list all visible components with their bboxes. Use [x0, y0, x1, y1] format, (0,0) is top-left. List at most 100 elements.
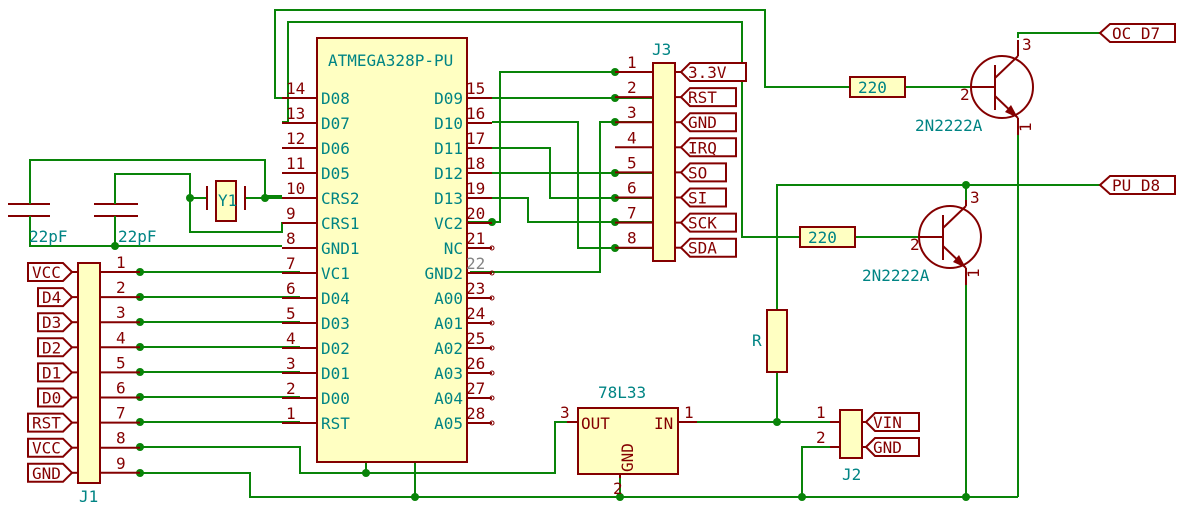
q2-pin-b: 2	[910, 235, 920, 254]
mcu-pin-name: RST	[321, 414, 350, 433]
j3-net-label-box	[679, 212, 737, 233]
j1-net-label: D4	[42, 288, 61, 307]
j1-net-label-box	[37, 387, 74, 408]
q1-resistor-value: 220	[858, 78, 887, 97]
j2-net-label-box	[864, 412, 920, 432]
no-connect-marker	[489, 370, 495, 376]
j3-net-label-box	[679, 162, 727, 183]
j1-net-label-box	[37, 287, 74, 308]
j3-net-label-box	[679, 112, 737, 133]
mcu-pin-number: 23	[466, 279, 485, 298]
j3-pin-number: 8	[627, 229, 637, 248]
j1-pin-number: 3	[116, 303, 126, 322]
mcu-pin-name: VC2	[434, 214, 463, 233]
r-ref: R	[752, 331, 762, 350]
mcu-pin-name: D08	[321, 89, 350, 108]
regulator-pin-gnd: 2	[613, 479, 623, 498]
mcu-pin-number: 9	[286, 204, 296, 223]
j1-net-label: RST	[32, 414, 61, 433]
j3-pin-number: 3	[627, 103, 637, 122]
j1-net-label-box	[37, 312, 74, 333]
oc-d7-label: OC_D7	[1112, 24, 1160, 43]
wires	[29, 9, 1100, 498]
j3-ref: J3	[652, 40, 671, 59]
mcu-pin-name: D10	[434, 114, 463, 133]
net-label-oc-d7: OC_D7	[1098, 23, 1176, 43]
mcu-pin-name: GND1	[321, 239, 360, 258]
mcu-pin-name: A04	[434, 389, 463, 408]
j1-pin-number: 4	[116, 328, 126, 347]
transistor-q2: 220 2 3 1 2N2222A	[799, 188, 983, 285]
mcu-pin-name: D01	[321, 364, 350, 383]
j3-net-label-box	[679, 237, 737, 258]
mcu-pin-number: 16	[466, 104, 485, 123]
mcu-pin-number: 2	[286, 379, 296, 398]
mcu-pin-number: 22	[466, 254, 485, 273]
j2-net-label: GND	[873, 438, 902, 457]
mcu-pin-name: D06	[321, 139, 350, 158]
j3-net-label-box	[679, 62, 747, 82]
mcu-pin-number: 11	[286, 154, 305, 173]
regulator-gnd-label: GND	[618, 443, 637, 472]
no-connect-marker	[489, 320, 495, 326]
mcu-pin-name: D02	[321, 339, 350, 358]
mcu-pin-number: 13	[286, 104, 305, 123]
mcu-pin-name: D05	[321, 164, 350, 183]
j1-ref: J1	[79, 487, 98, 506]
j3-net-label: SI	[688, 189, 707, 208]
j3-net-label: 3.3V	[688, 63, 727, 82]
mcu-pin-name: D09	[434, 89, 463, 108]
j3-net-label-box	[679, 187, 727, 208]
j1-net-label: D2	[42, 338, 61, 357]
j1-net-label: D1	[42, 363, 61, 382]
j1-net-label-box	[27, 412, 74, 433]
q1-pin-e: 1	[1016, 122, 1035, 132]
mcu-pin-name: CRS1	[321, 214, 360, 233]
j2-net-label: VIN	[873, 413, 902, 432]
mcu-pin-number: 12	[286, 129, 305, 148]
mcu-pin-number: 26	[466, 354, 485, 373]
j1-net-label-box	[37, 337, 74, 358]
j3-pin-number: 7	[627, 204, 637, 223]
j3-net-label: IRQ	[688, 138, 717, 157]
j1-pin-number: 6	[116, 379, 126, 398]
j3-net-label: RST	[688, 88, 717, 107]
mcu-pin-name: NC	[444, 239, 463, 258]
mcu-pin-number: 15	[466, 79, 485, 98]
mcu-pin-name: A02	[434, 339, 463, 358]
mcu-pin-name: CRS2	[321, 189, 360, 208]
crystal-ref: Y1	[218, 191, 237, 210]
j1-net-label: VCC	[32, 439, 61, 458]
j3-pin-number: 6	[627, 179, 637, 198]
j2-ref: J2	[842, 465, 861, 484]
j3-net-label: SCK	[688, 214, 717, 233]
j2-pin-number: 2	[816, 428, 826, 447]
mcu-pin-number: 19	[466, 179, 485, 198]
j3-pin-number: 4	[627, 128, 637, 147]
q2-pin-c: 3	[970, 188, 980, 207]
mcu-pin-name: D04	[321, 289, 350, 308]
mcu-pin-name: D07	[321, 114, 350, 133]
mcu-pin-name: D00	[321, 389, 350, 408]
crystal-y1: Y1	[206, 180, 246, 222]
j1-net-label-box	[27, 462, 74, 483]
mcu-pin-number: 14	[286, 79, 305, 98]
regulator-pin-in: 1	[684, 403, 694, 422]
j3-pin-number: 1	[627, 53, 637, 72]
mcu-pin-number: 10	[286, 179, 305, 198]
mcu-pin-number: 27	[466, 379, 485, 398]
mcu-pin-number: 4	[286, 329, 296, 348]
mcu-pin-name: D11	[434, 139, 463, 158]
j3-net-label: SDA	[688, 239, 717, 258]
mcu-pin-number: 1	[286, 404, 296, 423]
j3-net-label-box	[679, 137, 737, 158]
j3-pin-number: 5	[627, 153, 637, 172]
j1-pin-number: 9	[116, 454, 126, 473]
capacitor-2: 22pF	[94, 196, 157, 246]
pu-d8-label: PU_D8	[1112, 176, 1160, 195]
mcu-pin-number: 6	[286, 279, 296, 298]
j3-net-label: GND	[688, 113, 717, 132]
q2-resistor-value: 220	[808, 228, 837, 247]
